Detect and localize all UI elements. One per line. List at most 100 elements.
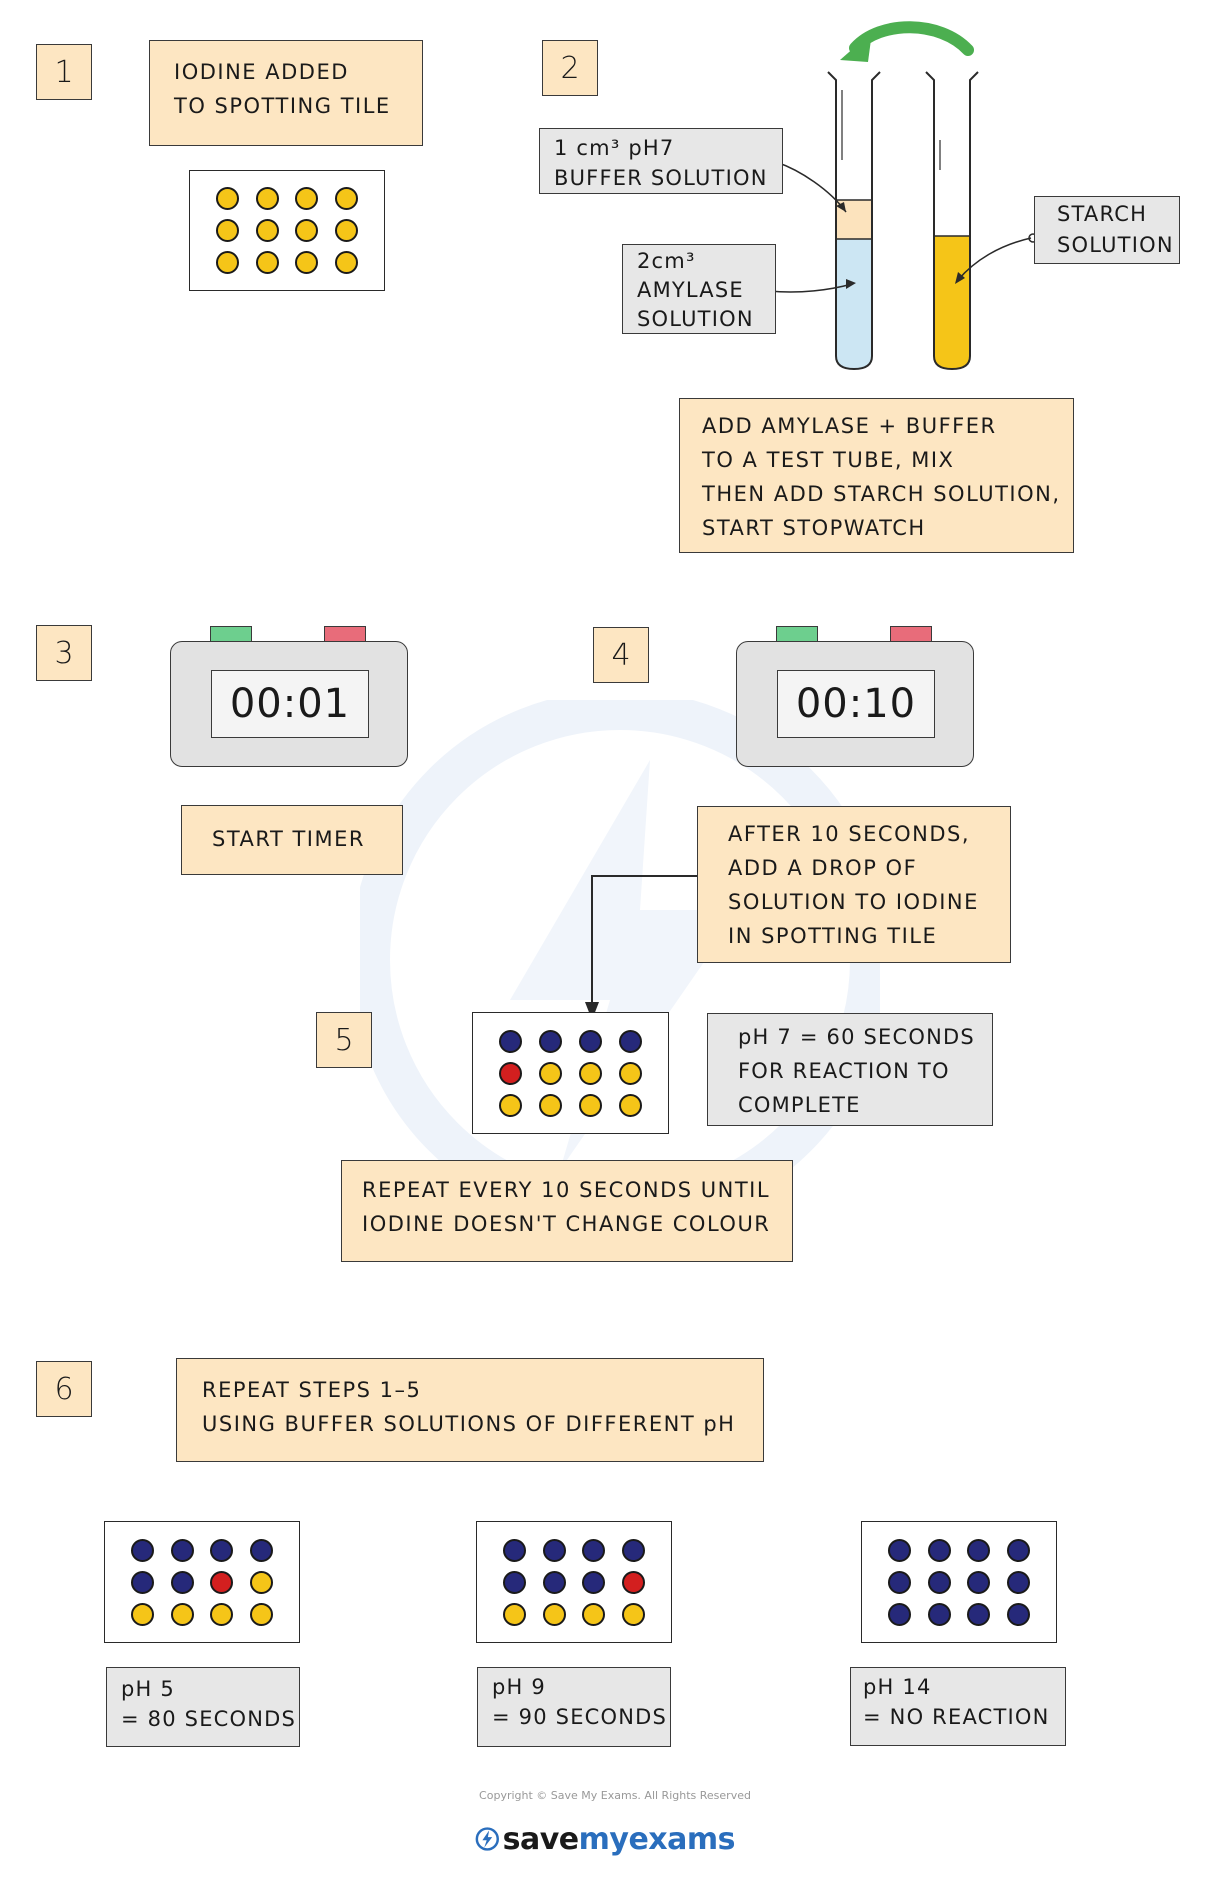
iodine-dot-blue-black	[578, 1029, 602, 1053]
iodine-dot-blue-black	[927, 1602, 951, 1626]
iodine-dot-yellow	[255, 250, 279, 274]
iodine-dot-blue-black	[131, 1570, 155, 1594]
iodine-dot-yellow	[539, 1061, 563, 1085]
spotting-tile-iodine	[189, 170, 385, 291]
ph5-result: pH 5 = 80 SECONDS	[106, 1667, 300, 1747]
step-number-5: 5	[316, 1012, 372, 1068]
iodine-dot-blue-black	[888, 1602, 912, 1626]
iodine-dot-blue-black	[927, 1570, 951, 1594]
iodine-dot-yellow	[210, 1602, 234, 1626]
iodine-dot-yellow	[334, 187, 358, 211]
iodine-dot-yellow	[255, 187, 279, 211]
amylase-label: 2cm³ AMYLASE SOLUTION	[622, 244, 776, 334]
iodine-dot-yellow	[621, 1602, 645, 1626]
stopwatch-4: 00:10	[736, 622, 974, 770]
copyright-text: Copyright © Save My Exams. All Rights Re…	[479, 1789, 751, 1802]
spotting-tile-ph9	[476, 1521, 672, 1643]
spotting-tile-ph14	[861, 1521, 1057, 1643]
buffer-label: 1 cm³ pH7 BUFFER SOLUTION	[539, 128, 783, 194]
iodine-dot-yellow	[499, 1093, 523, 1117]
iodine-dot-yellow	[249, 1570, 273, 1594]
iodine-dot-blue-black	[499, 1029, 523, 1053]
iodine-dot-yellow	[618, 1093, 642, 1117]
brand-exams: exams	[628, 1821, 735, 1857]
step-number-2: 2	[542, 40, 598, 96]
step-number-3: 3	[36, 625, 92, 681]
iodine-dot-yellow	[216, 250, 240, 274]
iodine-dot-yellow	[216, 218, 240, 242]
iodine-dot-blue-black	[503, 1570, 527, 1594]
ph14-result: pH 14 = NO REACTION	[850, 1667, 1066, 1746]
stopwatch-start-button	[210, 626, 252, 642]
iodine-dot-yellow	[170, 1602, 194, 1626]
step-2-instruction: ADD AMYLASE + BUFFER TO A TEST TUBE, MIX…	[679, 398, 1074, 553]
iodine-dot-yellow	[249, 1602, 273, 1626]
iodine-dot-blue-black	[542, 1538, 566, 1562]
iodine-dot-blue-black	[582, 1538, 606, 1562]
step-number-6: 6	[36, 1361, 92, 1417]
iodine-dot-yellow	[539, 1093, 563, 1117]
iodine-dot-blue-black	[210, 1538, 234, 1562]
iodine-dot-yellow	[578, 1061, 602, 1085]
iodine-dot-blue-black	[503, 1538, 527, 1562]
step-number-1: 1	[36, 44, 92, 100]
ph7-result: pH 7 = 60 SECONDS FOR REACTION TO COMPLE…	[707, 1013, 993, 1126]
step-3-instruction: START TIMER	[181, 805, 403, 875]
step-5-instruction: REPEAT EVERY 10 SECONDS UNTIL IODINE DOE…	[341, 1160, 793, 1262]
stopwatch-display: 00:10	[777, 670, 935, 738]
stopwatch-3: 00:01	[170, 622, 408, 770]
step-number-4: 4	[593, 627, 649, 683]
iodine-dot-blue-black	[967, 1570, 991, 1594]
iodine-dot-yellow	[618, 1061, 642, 1085]
iodine-dot-blue-black	[170, 1538, 194, 1562]
iodine-dot-blue-black	[967, 1538, 991, 1562]
iodine-dot-blue-black	[621, 1538, 645, 1562]
stopwatch-start-button	[776, 626, 818, 642]
iodine-dot-blue-black	[539, 1029, 563, 1053]
iodine-dot-yellow	[295, 187, 319, 211]
step-6-instruction: REPEAT STEPS 1–5 USING BUFFER SOLUTIONS …	[176, 1358, 764, 1462]
test-tubes-diagram	[762, 21, 1038, 371]
starch-label: STARCH SOLUTION	[1034, 196, 1180, 264]
ph9-result: pH 9 = 90 SECONDS	[477, 1667, 671, 1747]
step-1-instruction: IODINE ADDED TO SPOTTING TILE	[149, 40, 423, 146]
iodine-dot-blue-black	[1006, 1570, 1030, 1594]
lightning-icon	[475, 1827, 499, 1851]
iodine-dot-blue-black	[542, 1570, 566, 1594]
iodine-dot-blue-black	[888, 1570, 912, 1594]
iodine-dot-yellow	[216, 187, 240, 211]
iodine-dot-red	[210, 1570, 234, 1594]
iodine-dot-yellow	[131, 1602, 155, 1626]
stopwatch-display: 00:01	[211, 670, 369, 738]
iodine-dot-yellow	[255, 218, 279, 242]
iodine-dot-blue-black	[1006, 1538, 1030, 1562]
iodine-dot-blue-black	[927, 1538, 951, 1562]
iodine-dot-blue-black	[888, 1538, 912, 1562]
iodine-dot-blue-black	[1006, 1602, 1030, 1626]
iodine-dot-blue-black	[170, 1570, 194, 1594]
stopwatch-stop-button	[324, 626, 366, 642]
step-4-instruction: AFTER 10 SECONDS, ADD A DROP OF SOLUTION…	[697, 806, 1011, 963]
spotting-tile-result	[472, 1012, 669, 1134]
pour-arrow	[849, 21, 974, 56]
iodine-dot-blue-black	[582, 1570, 606, 1594]
drop-arrow	[585, 875, 697, 1020]
brand-save: save	[502, 1821, 580, 1857]
iodine-dot-blue-black	[618, 1029, 642, 1053]
iodine-dot-yellow	[542, 1602, 566, 1626]
iodine-dot-yellow	[334, 250, 358, 274]
spotting-tile-ph5	[104, 1521, 300, 1643]
iodine-dot-blue-black	[249, 1538, 273, 1562]
iodine-dot-yellow	[295, 250, 319, 274]
iodine-dot-yellow	[503, 1602, 527, 1626]
iodine-dot-yellow	[334, 218, 358, 242]
stopwatch-stop-button	[890, 626, 932, 642]
tube-left	[827, 71, 881, 371]
iodine-dot-yellow	[295, 218, 319, 242]
iodine-dot-red	[621, 1570, 645, 1594]
iodine-dot-blue-black	[967, 1602, 991, 1626]
iodine-dot-yellow	[582, 1602, 606, 1626]
iodine-dot-red	[499, 1061, 523, 1085]
brand-my: my	[578, 1821, 629, 1857]
iodine-dot-blue-black	[131, 1538, 155, 1562]
